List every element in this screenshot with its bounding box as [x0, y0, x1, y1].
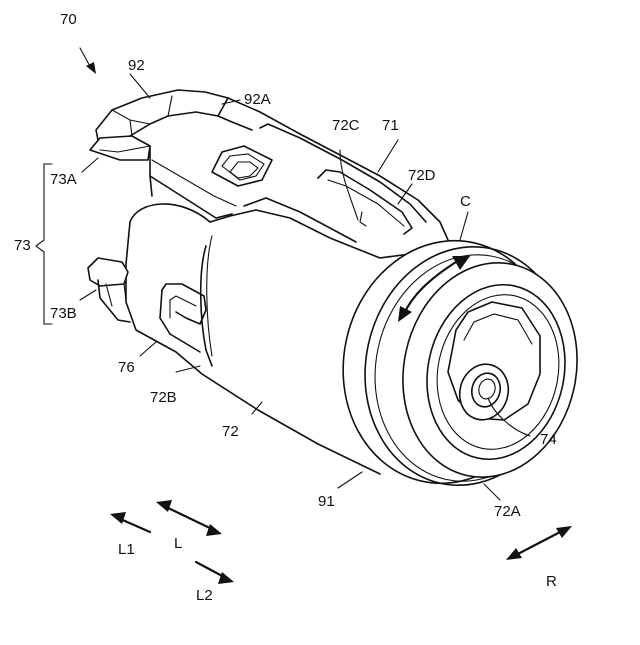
- label-L2: L2: [196, 587, 213, 604]
- label-91: 91: [318, 493, 335, 510]
- label-72A: 72A: [494, 503, 521, 520]
- label-71: 71: [382, 117, 399, 134]
- label-74: 74: [540, 431, 557, 448]
- label-C: C: [460, 193, 471, 210]
- arrow-R: [506, 526, 572, 560]
- upper-housing: [150, 98, 448, 240]
- label-92: 92: [128, 57, 145, 74]
- arrow-L: [156, 500, 222, 536]
- label-70: 70: [60, 11, 77, 28]
- clip-73B: [88, 258, 130, 322]
- arrow-L1: [110, 512, 150, 532]
- bracket-73: [36, 164, 52, 324]
- label-73: 73: [14, 237, 31, 254]
- label-92A: 92A: [244, 91, 271, 108]
- top-window-opening: [212, 146, 272, 186]
- label-72B: 72B: [150, 389, 177, 406]
- arrow-L2: [196, 562, 234, 584]
- label-L1: L1: [118, 541, 135, 558]
- label-73A: 73A: [50, 171, 77, 188]
- label-72D: 72D: [408, 167, 436, 184]
- label-R: R: [546, 573, 557, 590]
- label-72: 72: [222, 423, 239, 440]
- arrow-70: [86, 62, 96, 74]
- top-clip-92: [90, 90, 228, 160]
- label-72C: 72C: [332, 117, 360, 134]
- label-73B: 73B: [50, 305, 77, 322]
- label-76: 76: [118, 359, 135, 376]
- label-L: L: [174, 535, 182, 552]
- notch-72B: [160, 284, 206, 352]
